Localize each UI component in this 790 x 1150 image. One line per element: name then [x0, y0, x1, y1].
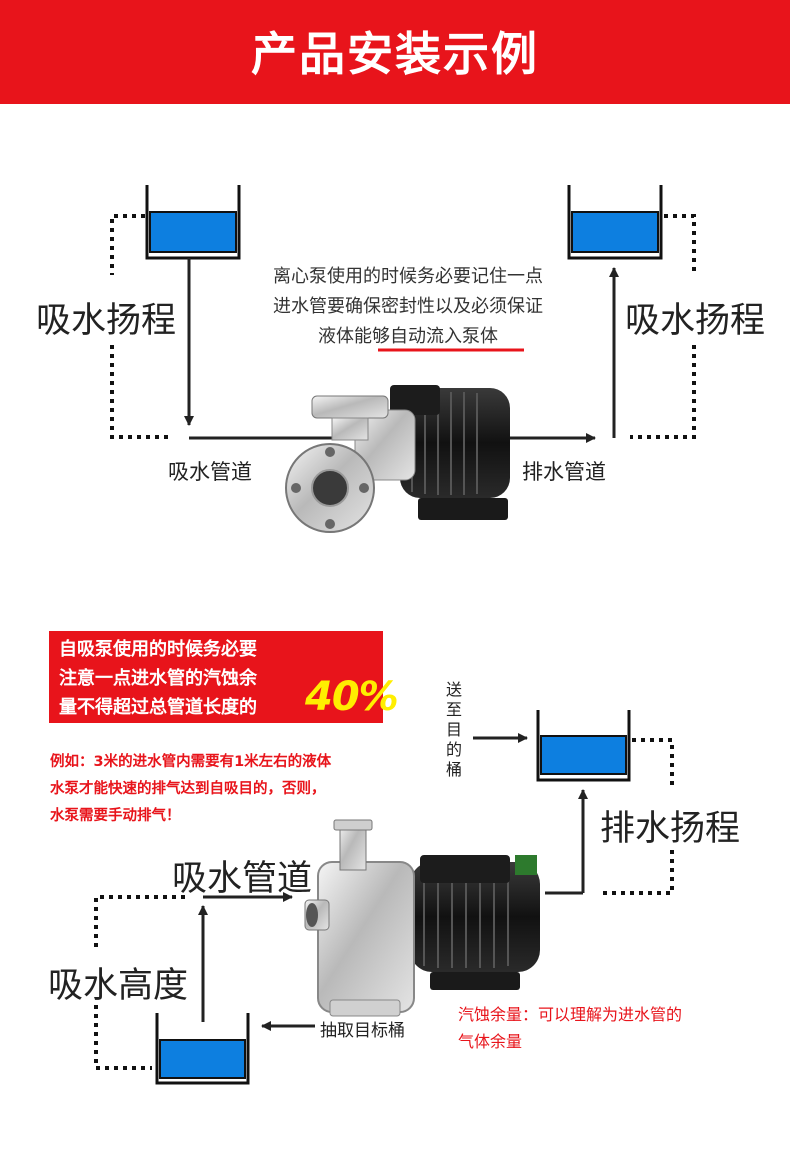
example-line-3: 水泵需要手动排气！	[50, 808, 181, 824]
example-line-2: 水泵才能快速的排气达到自吸目的，否则，	[50, 781, 326, 797]
target-tank-bottom	[536, 710, 631, 782]
example-line-1: 例如：3米的进水管内需要有1米左右的液体	[50, 754, 332, 770]
target-tank-top	[567, 185, 663, 260]
warning-line-1: 自吸泵使用的时候务必要	[59, 639, 257, 660]
discharge-lift-label-top: 吸水扬程	[625, 301, 766, 341]
cavitation-line-2: 气体余量	[458, 1032, 523, 1051]
self-priming-pump-image	[304, 819, 540, 1017]
note-line-3a: 液体能够	[318, 326, 390, 347]
warning-line-3: 量不得超过总管道长度的	[59, 697, 257, 718]
suction-pipe-label: 吸水管道	[168, 460, 252, 484]
draw-bucket-label: 抽取目标桶	[320, 1021, 405, 1041]
discharge-lift-label: 排水扬程	[600, 809, 741, 849]
example-text: 例如：3米的进水管内需要有1米左右的液体 水泵才能快速的排气达到自吸目的，否则，…	[50, 749, 420, 830]
note-line-3b: 自动流入泵体	[390, 326, 498, 347]
suction-lift-label: 吸水扬程	[36, 301, 177, 341]
centrifugal-pump-image	[285, 385, 510, 533]
source-tank-bottom	[155, 1013, 250, 1085]
suction-pipe-label-bottom: 吸水管道	[172, 859, 313, 899]
note-line-3: 液体能够自动流入泵体	[240, 322, 576, 352]
suction-lift-bracket	[110, 214, 170, 439]
note-line-2: 进水管要确保密封性以及必须保证	[273, 296, 543, 317]
source-tank-top	[145, 185, 241, 260]
page-title: 产品安装示例	[251, 27, 539, 81]
discharge-pipe-label: 排水管道	[522, 460, 606, 484]
note-line-1: 离心泵使用的时候务必要记住一点	[273, 266, 543, 287]
discharge-lift-bracket	[630, 214, 696, 439]
suction-height-bracket	[94, 895, 185, 1070]
centrifugal-note: 离心泵使用的时候务必要记住一点 进水管要确保密封性以及必须保证 液体能够自动流入…	[240, 262, 576, 352]
discharge-lift-bracket-bottom	[600, 738, 674, 895]
discharge-pipe-line-bottom	[545, 789, 588, 895]
suction-height-label: 吸水高度	[48, 966, 189, 1006]
cavitation-note: 汽蚀余量：可以理解为进水管的 气体余量	[458, 1001, 682, 1055]
suction-pipe-line-bottom	[198, 892, 293, 1022]
warning-percentage: 40%	[305, 674, 399, 720]
warning-line-2: 注意一点进水管的汽蚀余	[59, 668, 257, 689]
cavitation-line-1: 汽蚀余量：可以理解为进水管的	[458, 1005, 683, 1024]
send-to-bucket-label: 送至目的桶	[445, 680, 462, 779]
warning-box: 自吸泵使用的时候务必要 注意一点进水管的汽蚀余 量不得超过总管道长度的 40%	[49, 631, 399, 723]
header-banner: 产品安装示例	[0, 0, 790, 104]
